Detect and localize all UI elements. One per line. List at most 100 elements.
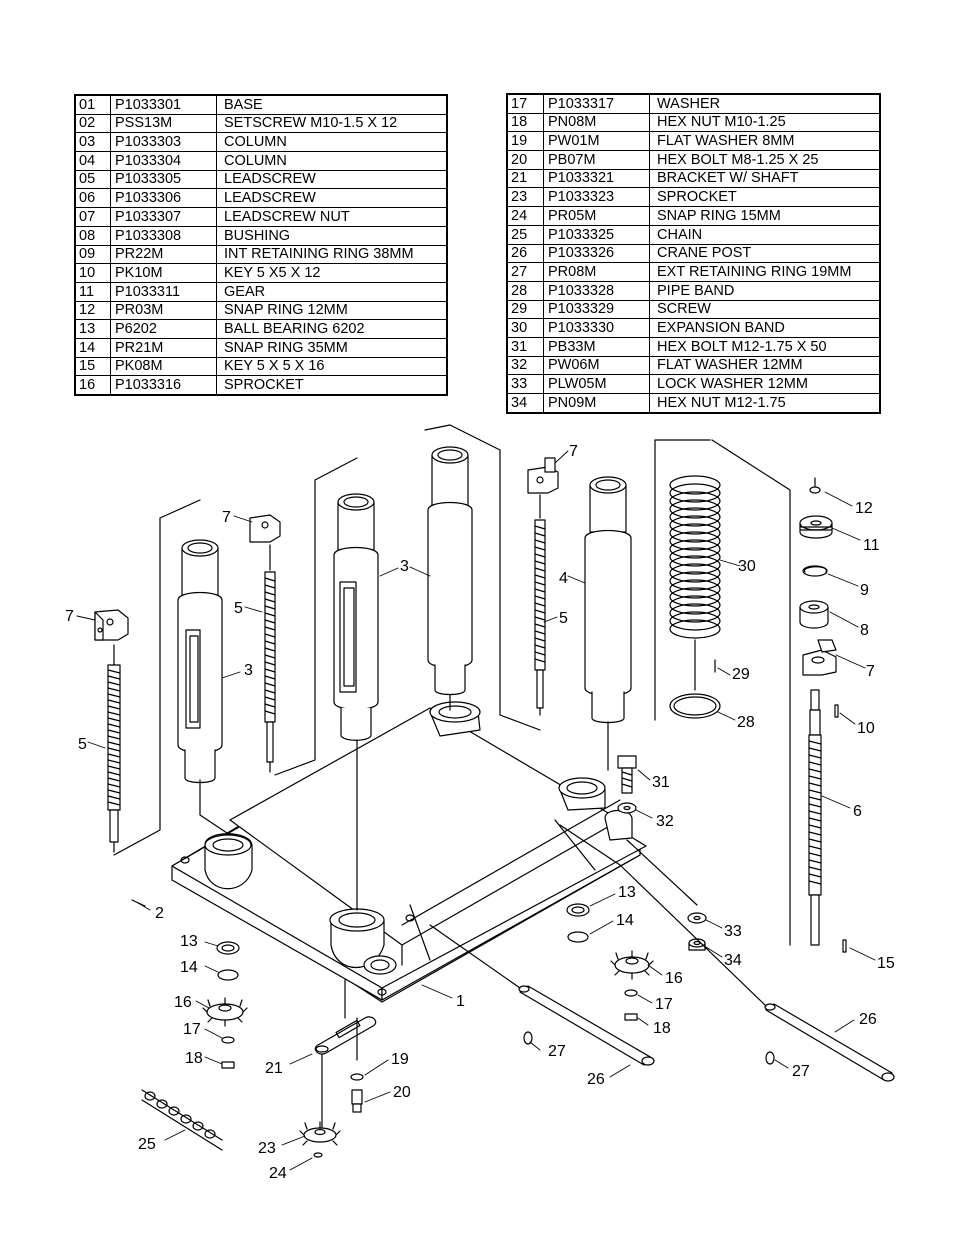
part-number-index: 05 xyxy=(75,170,111,190)
leadscrew-mid xyxy=(264,544,276,773)
part-code: PR05M xyxy=(543,206,650,226)
callout-7: 7 xyxy=(65,608,74,625)
hex-bolt-20 xyxy=(351,1089,363,1113)
key-15 xyxy=(842,939,847,953)
sprocket-right xyxy=(610,950,654,980)
chain-25 xyxy=(141,1089,223,1151)
part-description: BUSHING xyxy=(216,226,447,246)
part-description: SETSCREW M10-1.5 X 12 xyxy=(216,114,447,134)
callout-34: 34 xyxy=(724,952,742,969)
part-number-index: 20 xyxy=(507,150,544,170)
part-number-index: 03 xyxy=(75,132,111,153)
callout-5: 5 xyxy=(234,600,243,617)
snap-ring-24 xyxy=(313,1152,323,1158)
part-code: P1033323 xyxy=(543,187,650,208)
part-code: PK10M xyxy=(110,263,217,283)
callout-7: 7 xyxy=(222,509,231,526)
callout-28: 28 xyxy=(737,714,755,731)
callout-6: 6 xyxy=(853,803,862,820)
part-description: SCREW xyxy=(649,300,880,320)
guide-line xyxy=(711,439,791,946)
part-number-index: 18 xyxy=(507,113,544,133)
callout-23: 23 xyxy=(258,1140,276,1157)
part-description: COLUMN xyxy=(216,151,447,171)
part-code: PR08M xyxy=(543,262,650,282)
bushing-8 xyxy=(799,600,829,629)
part-description: BASE xyxy=(216,95,447,115)
guide-line xyxy=(199,779,231,836)
part-code: P1033308 xyxy=(110,226,217,246)
callout-labels: 7 5 7 5 3 3 7 4 5 30 29 28 12 11 9 8 7 1… xyxy=(65,443,895,1182)
callout-33: 33 xyxy=(724,923,742,940)
callout-26: 26 xyxy=(587,1071,605,1088)
part-code: P1033316 xyxy=(110,375,217,396)
sprocket-left xyxy=(202,997,248,1027)
part-code: P6202 xyxy=(110,319,217,339)
part-code: PSS13M xyxy=(110,114,217,134)
callout-25: 25 xyxy=(138,1136,156,1153)
callout-30: 30 xyxy=(738,558,756,575)
expansion-band xyxy=(669,475,721,639)
callout-5: 5 xyxy=(559,610,568,627)
part-number-index: 13 xyxy=(75,319,111,339)
part-number-index: 34 xyxy=(507,393,544,414)
leadscrew-nut-crane xyxy=(802,639,837,676)
part-description: KEY 5 X 5 X 16 xyxy=(216,357,447,377)
callout-21: 21 xyxy=(265,1060,283,1077)
callout-27: 27 xyxy=(792,1063,810,1080)
callout-8: 8 xyxy=(860,622,869,639)
part-number-index: 15 xyxy=(75,357,111,377)
callout-3: 3 xyxy=(244,662,253,679)
callout-5: 5 xyxy=(78,736,87,753)
callout-16: 16 xyxy=(665,970,683,987)
part-description: SPROCKET xyxy=(649,187,880,208)
washer-right xyxy=(624,989,638,997)
callout-10: 10 xyxy=(857,720,875,737)
part-description: FLAT WASHER 8MM xyxy=(649,131,880,152)
gear-11 xyxy=(799,515,833,539)
part-number-index: 21 xyxy=(507,169,544,189)
callout-16: 16 xyxy=(174,994,192,1011)
part-description: LOCK WASHER 12MM xyxy=(649,374,880,394)
part-number-index: 33 xyxy=(507,374,544,394)
flat-washer-32 xyxy=(617,802,637,814)
part-number-index: 06 xyxy=(75,188,111,209)
part-code: P1033330 xyxy=(543,318,650,338)
part-code: PR03M xyxy=(110,301,217,321)
part-description: SNAP RING 15MM xyxy=(649,206,880,226)
retaining-ring-9 xyxy=(804,566,827,573)
callout-13: 13 xyxy=(180,933,198,950)
leadscrew-nut-left xyxy=(94,609,129,641)
hex-nut-right xyxy=(624,1013,638,1021)
callout-15: 15 xyxy=(877,955,895,972)
callout-26: 26 xyxy=(859,1011,877,1028)
column-left xyxy=(177,539,223,784)
part-description: FLAT WASHER 12MM xyxy=(649,356,880,376)
part-description: PIPE BAND xyxy=(649,281,880,301)
part-description: HEX BOLT M12-1.75 X 50 xyxy=(649,337,880,357)
part-number-index: 25 xyxy=(507,225,544,245)
leadscrew-left xyxy=(107,644,121,853)
part-code: P1033307 xyxy=(110,207,217,227)
ball-bearing-right xyxy=(566,903,590,917)
part-number-index: 28 xyxy=(507,281,544,301)
part-number-index: 29 xyxy=(507,300,544,320)
guide-line xyxy=(113,499,201,856)
lock-washer-33 xyxy=(687,912,707,924)
